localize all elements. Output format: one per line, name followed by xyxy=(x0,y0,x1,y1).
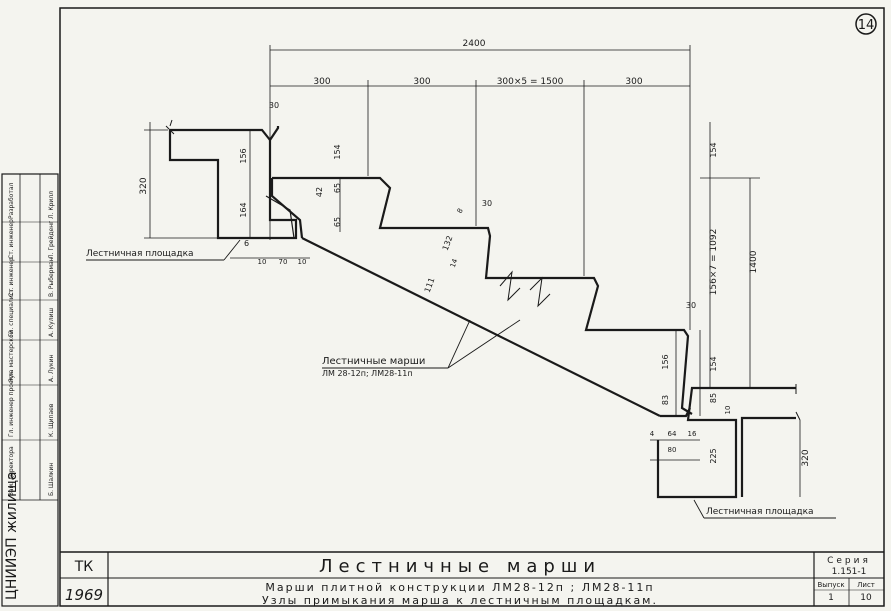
dim-right-landing-320: 320 xyxy=(801,449,811,466)
dim-lower-10: 10 xyxy=(724,406,732,415)
dim-total-width: 2400 xyxy=(463,39,486,49)
stamp-row-2: Гл. инженер проекта xyxy=(8,369,15,437)
dim-right-total-1400: 1400 xyxy=(749,250,759,273)
issue-value: 1 xyxy=(828,593,834,603)
title-block xyxy=(60,551,884,606)
page-number-circle xyxy=(855,13,877,35)
sheet-value: 10 xyxy=(860,593,872,603)
dim-span-2: 300 xyxy=(413,77,430,87)
dim-left-bottom-c: 10 xyxy=(298,258,307,266)
dim-left-lower: 164 xyxy=(239,202,248,217)
dim-step-111: 111 xyxy=(423,276,437,293)
stamp-name-4: А. Кулиш xyxy=(48,308,55,337)
drawing-frame xyxy=(59,7,885,607)
dim-left-total: 320 xyxy=(139,177,149,194)
dim-bottom-64: 64 xyxy=(668,430,677,438)
leader-lines xyxy=(86,239,836,519)
stamp-row-7: Разработал xyxy=(8,182,15,219)
dim-step-14: 14 xyxy=(449,257,460,269)
page-number: 14 xyxy=(858,18,875,33)
sheet-label: Лист xyxy=(857,581,875,589)
dim-lower-83: 83 xyxy=(661,395,670,405)
label-landing-right: Лестничная площадка xyxy=(706,507,814,517)
dim-span-4: 300 xyxy=(625,77,642,87)
dim-bottom-4: 4 xyxy=(650,430,655,438)
stamp-row-4: Гл. специалист xyxy=(8,288,15,337)
dim-left-bottom-a: 10 xyxy=(258,258,267,266)
dim-top-step-30: 30 xyxy=(482,199,492,208)
dim-lower-154: 154 xyxy=(709,356,718,371)
stamp-row-1: Зам. директора xyxy=(8,446,15,496)
dim-lower-30: 30 xyxy=(686,301,696,310)
dim-lower-156: 156 xyxy=(661,354,670,369)
stamp-name-7: Л. Крилл xyxy=(48,191,55,219)
title-subtitle-2: Узлы примыкания марша к лестничным площа… xyxy=(262,594,658,607)
dim-bottom-80: 80 xyxy=(668,446,677,454)
dim-step-132: 132 xyxy=(441,234,455,251)
title-year: 1969 xyxy=(65,586,103,604)
title-subtitle-1: Марши плитной конструкции ЛМ28-12п ; ЛМ2… xyxy=(265,581,654,594)
dim-left-gap: 6 xyxy=(244,239,249,248)
dim-left-upper: 156 xyxy=(239,148,248,163)
stamp-name-6: Л. Грейденг xyxy=(48,221,55,259)
series-value: 1.151-1 xyxy=(832,567,867,577)
stamp-name-2: К. Щипаев xyxy=(48,403,55,437)
stamp-org: ЦНИИЭП жилища xyxy=(4,471,20,600)
dim-lower-85: 85 xyxy=(709,393,718,403)
series-label: Серия xyxy=(827,556,871,566)
label-marches-line2: ЛМ 28-12п; ЛМ28-11п xyxy=(322,369,413,378)
title-code: ТК xyxy=(74,559,94,575)
stamp-name-3: А. Лукин xyxy=(48,354,55,382)
stamp-name-5: В. Рыберман xyxy=(48,257,55,297)
stamp-name-1: Б. Шалкин xyxy=(48,463,55,496)
dim-bottom-225: 225 xyxy=(709,448,718,463)
dim-step-154-top: 154 xyxy=(333,144,342,159)
dim-step-42: 42 xyxy=(315,187,324,197)
right-landing-section xyxy=(656,384,801,499)
stamp-row-6: Ст. инженер xyxy=(8,219,15,259)
label-marches-line1: Лестничные марши xyxy=(322,356,425,367)
dim-step-65-upper: 65 xyxy=(333,183,342,193)
left-landing-section xyxy=(165,119,298,240)
dim-left-bottom-b: 70 xyxy=(279,258,288,266)
dim-bottom-16: 16 xyxy=(688,430,697,438)
label-landing-left: Лестничная площадка xyxy=(86,249,194,259)
dim-notch-top: 30 xyxy=(269,101,279,110)
dim-span-middle: 300×5 = 1500 xyxy=(497,77,564,87)
dim-right-154: 154 xyxy=(709,142,718,157)
stair-march-profile xyxy=(265,176,693,418)
dimension-lines xyxy=(144,45,801,497)
dim-step-65-lower: 65 xyxy=(333,217,342,227)
issue-label: Выпуск xyxy=(817,581,844,589)
title-main: Лестничные марши xyxy=(319,556,601,577)
dim-right-riser-total: 156×7 = 1092 xyxy=(709,229,719,296)
dim-span-1: 300 xyxy=(313,77,330,87)
stamp-row-3: Рук. мастерской xyxy=(8,330,15,382)
stamp-row-5: Ст. инженер xyxy=(8,257,15,297)
dim-step-8: 8 xyxy=(456,207,465,215)
side-stamp: ЦНИИЭП жилища Зам. директора Гл. инженер… xyxy=(1,173,59,607)
